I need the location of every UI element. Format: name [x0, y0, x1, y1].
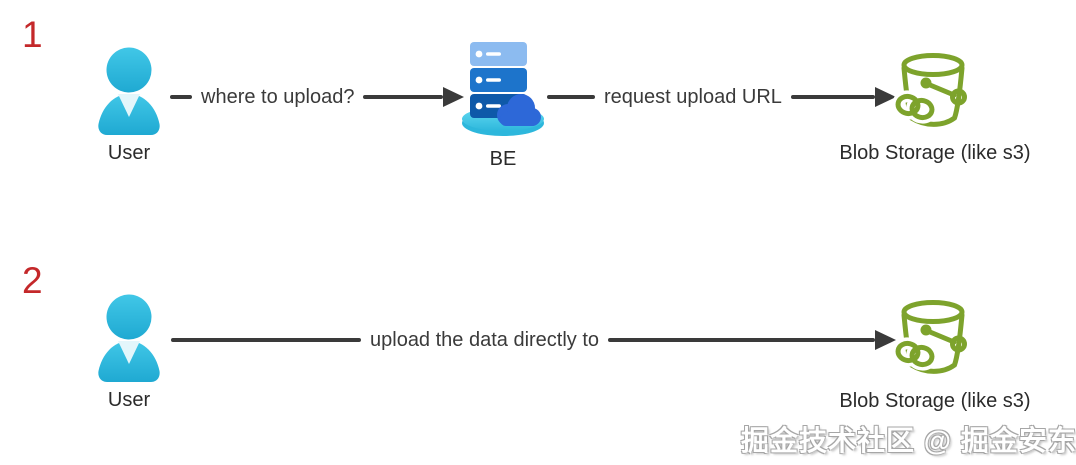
user-icon [93, 294, 165, 384]
blob-storage-node-label: Blob Storage (like s3) [839, 390, 1031, 412]
watermark-text: 掘金技术社区 @ 掘金安东尼 [741, 425, 1076, 456]
step-2-number: 2 [22, 260, 43, 301]
blob-storage-node-label: Blob Storage (like s3) [839, 142, 1031, 164]
arrowhead-icon [875, 87, 896, 107]
arrowhead-icon [875, 330, 896, 350]
arrow-upload-directly: upload the data directly to [171, 320, 896, 360]
step-1-number: 1 [22, 14, 43, 55]
blob-storage-bucket-icon [891, 50, 975, 138]
arrow-line [608, 338, 875, 342]
backend-server-icon [460, 40, 546, 138]
arrow-where-to-upload: where to upload? [170, 77, 464, 117]
arrow-label: request upload URL [604, 85, 782, 108]
user-icon [93, 47, 165, 137]
blob-storage-bucket-icon [891, 297, 975, 385]
arrow-line [790, 95, 875, 99]
user-node-label: User [107, 389, 151, 411]
arrow-line [547, 95, 595, 99]
arrowhead-icon [443, 87, 464, 107]
arrow-label: upload the data directly to [370, 328, 600, 351]
arrow-line [170, 95, 192, 99]
arrow-line [363, 95, 443, 99]
backend-node-label: BE [489, 148, 517, 170]
arrow-request-upload-url: request upload URL [547, 77, 896, 117]
arrow-label: where to upload? [201, 85, 355, 108]
arrow-line [171, 338, 361, 342]
user-node-label: User [107, 142, 151, 164]
